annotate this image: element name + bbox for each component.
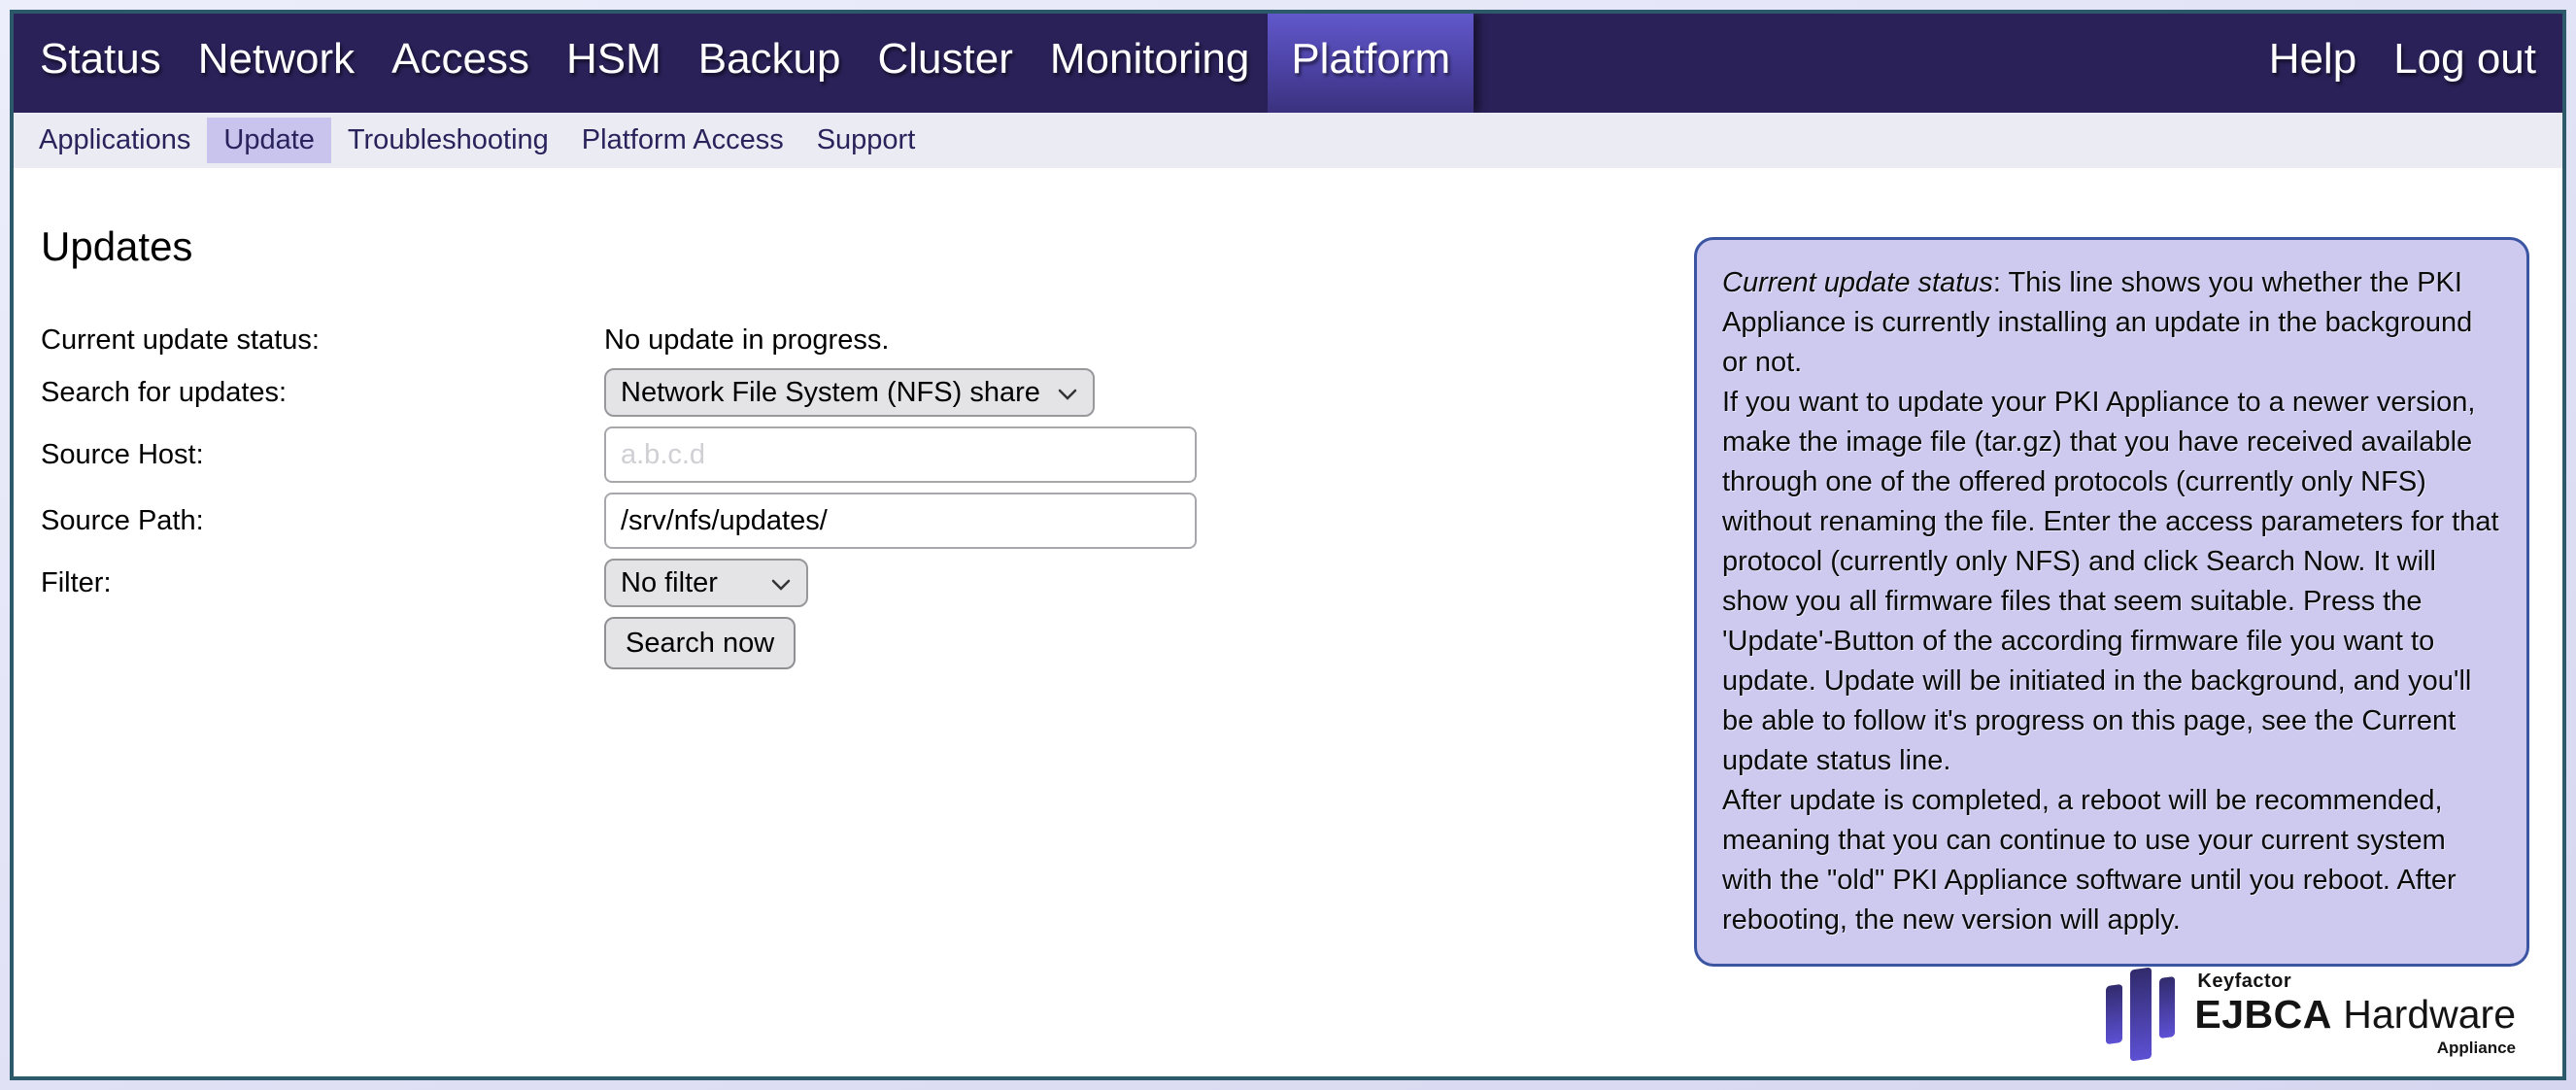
topnav-item-help[interactable]: Help xyxy=(2268,35,2357,83)
status-label: Current update status: xyxy=(41,324,320,357)
page-title: Updates xyxy=(41,223,193,269)
search-for-updates-label: Search for updates: xyxy=(41,377,288,409)
source-host-input[interactable] xyxy=(604,426,1197,484)
filter-selected-value: No filter xyxy=(621,566,718,598)
topnav-item-cluster[interactable]: Cluster xyxy=(877,35,1013,83)
logo-product-name: EJBCA Hardware xyxy=(2194,992,2516,1038)
subnav-item-platform-access[interactable]: Platform Access xyxy=(581,124,784,155)
topnav-item-monitoring[interactable]: Monitoring xyxy=(1049,35,1250,83)
subnav-item-troubleshooting[interactable]: Troubleshooting xyxy=(347,124,549,155)
chevron-down-icon xyxy=(771,579,791,592)
topnav-item-backup[interactable]: Backup xyxy=(697,35,841,83)
update-protocol-select[interactable]: Network File System (NFS) share xyxy=(604,368,1095,418)
topnav-item-platform[interactable]: Platform xyxy=(1268,14,1474,113)
top-navigation: Status Network Access HSM Backup Cluster… xyxy=(14,14,2562,113)
source-path-label: Source Path: xyxy=(41,505,204,537)
update-form: Current update status: No update in prog… xyxy=(41,322,2562,670)
update-help-infobox: Current update status: This line shows y… xyxy=(1694,237,2529,967)
appliance-window: Status Network Access HSM Backup Cluster… xyxy=(10,10,2566,1080)
topnav-item-access[interactable]: Access xyxy=(391,35,529,83)
topnav-item-hsm[interactable]: HSM xyxy=(565,35,661,83)
infobox-lead-rest: : This line shows you whether the PKI Ap… xyxy=(1722,267,2473,378)
infobox-paragraph-3: After update is completed, a reboot will… xyxy=(1722,785,2457,936)
subnav-item-update[interactable]: Update xyxy=(207,118,331,163)
infobox-lead-italic: Current update status xyxy=(1722,267,1993,298)
logo-brand-name: Keyfactor xyxy=(2197,971,2292,993)
chevron-down-icon xyxy=(1058,389,1077,401)
filter-label: Filter: xyxy=(41,567,112,599)
logo-suffix: Appliance xyxy=(2436,1038,2516,1057)
infobox-paragraph-1: Current update status: This line shows y… xyxy=(1722,263,2501,383)
update-protocol-selected-value: Network File System (NFS) share xyxy=(621,376,1040,408)
platform-sub-navigation: Applications Update Troubleshooting Plat… xyxy=(14,113,2562,168)
source-path-input[interactable] xyxy=(604,493,1197,550)
infobox-paragraph-2: If you want to update your PKI Appliance… xyxy=(1722,387,2499,776)
topnav-item-logout[interactable]: Log out xyxy=(2393,35,2536,83)
subnav-item-support[interactable]: Support xyxy=(816,124,916,155)
logo-text: Keyfactor EJBCA Hardware Appliance xyxy=(2194,971,2516,1058)
topnav-item-status[interactable]: Status xyxy=(40,35,161,83)
main-content: Updates Current update status: No update… xyxy=(14,168,2562,1076)
search-now-button[interactable]: Search now xyxy=(604,617,797,670)
filter-select[interactable]: No filter xyxy=(604,559,808,608)
keyfactor-bars-icon xyxy=(2106,966,2176,1063)
subnav-item-applications[interactable]: Applications xyxy=(39,124,191,155)
keyfactor-ejbca-logo: Keyfactor EJBCA Hardware Appliance xyxy=(2106,966,2516,1063)
status-value: No update in progress. xyxy=(604,324,890,357)
topnav-item-network[interactable]: Network xyxy=(197,35,356,83)
topnav-spacer xyxy=(1474,14,2251,113)
source-host-label: Source Host: xyxy=(41,439,204,471)
